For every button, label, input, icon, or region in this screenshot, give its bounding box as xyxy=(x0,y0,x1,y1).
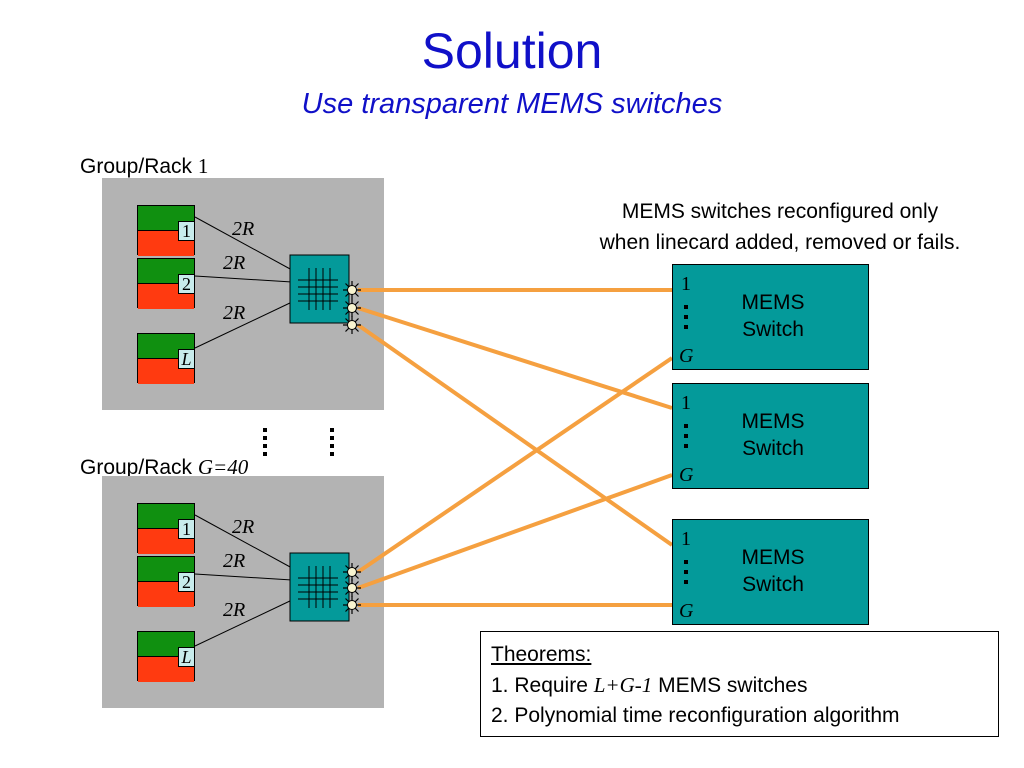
linecard-2-2 xyxy=(137,556,195,607)
linecard-1-2-number: 2 xyxy=(178,274,195,294)
mems-switch-2-port-ellipsis xyxy=(684,424,688,448)
rate-label-1-2: 2R xyxy=(223,252,246,274)
mems-switch-1-port-ellipsis xyxy=(684,305,688,329)
linecard-2-L-number: L xyxy=(178,647,195,667)
page-title: Solution xyxy=(421,23,603,79)
rack-1-local-switch xyxy=(289,254,350,324)
mems-switch-3: 1 G MEMS Switch xyxy=(672,519,869,625)
rack-1-wires xyxy=(194,216,293,349)
mems-switch-1-first-port: 1 xyxy=(681,273,691,295)
group-label-1-prefix: Group/Rack xyxy=(80,155,198,178)
theorem-1-prefix: 1. Require xyxy=(491,674,594,697)
theorems-box: Theorems: 1. Require L+G-1 MEMS switches… xyxy=(480,631,999,737)
mems-switch-3-port-ellipsis xyxy=(684,560,688,584)
note-line-2: when linecard added, removed or fails. xyxy=(599,231,961,254)
fiber-links xyxy=(356,288,674,607)
mems-switch-3-label-line-2: Switch xyxy=(742,573,804,596)
fiber-link-5 xyxy=(357,473,673,590)
mems-switch-1-label-line-1: MEMS xyxy=(741,291,805,314)
rack-2-local-switch xyxy=(289,552,350,622)
mems-switch-2-last-port: G xyxy=(679,464,694,486)
rate-label-2-2: 2R xyxy=(223,550,246,572)
group-label-2-index: G=40 xyxy=(197,455,249,479)
rate-label-1-3: 2R xyxy=(223,302,246,324)
theorem-1-suffix: MEMS switches xyxy=(652,674,808,697)
mems-switch-3-label: MEMS Switch xyxy=(713,544,833,598)
mems-switch-2-label: MEMS Switch xyxy=(713,408,833,462)
group-label-2: Group/Rack G=40 xyxy=(80,455,248,480)
linecard-2-1-number: 1 xyxy=(178,519,195,539)
linecard-1-1-number: 1 xyxy=(178,221,195,241)
fiber-link-3 xyxy=(356,323,674,547)
rack-2-wires xyxy=(194,514,293,647)
mems-switch-1-label-line-2: Switch xyxy=(742,318,804,341)
mems-switch-2-label-line-2: Switch xyxy=(742,437,804,460)
mems-switch-3-last-port: G xyxy=(679,600,694,622)
linecard-2-2-number: 2 xyxy=(178,572,195,592)
mems-switch-2: 1 G MEMS Switch xyxy=(672,383,869,489)
mems-switch-3-first-port: 1 xyxy=(681,528,691,550)
fiber-link-4 xyxy=(356,356,674,574)
rate-label-2-1: 2R xyxy=(232,516,255,538)
reconfiguration-note: MEMS switches reconfigured only when lin… xyxy=(540,196,1020,258)
rack-ellipsis xyxy=(263,428,334,456)
mems-switch-1-last-port: G xyxy=(679,345,694,367)
mems-switch-3-label-line-1: MEMS xyxy=(741,546,805,569)
rate-label-2-3: 2R xyxy=(223,599,246,621)
theorems-heading: Theorems: xyxy=(491,643,592,666)
note-line-1: MEMS switches reconfigured only xyxy=(621,200,939,223)
linecard-1-L-number: L xyxy=(178,349,195,369)
theorem-2: 2. Polynomial time reconfiguration algor… xyxy=(491,704,900,727)
group-label-1: Group/Rack 1 xyxy=(80,154,208,179)
page-subtitle: Use transparent MEMS switches xyxy=(301,88,723,120)
mems-switch-2-label-line-1: MEMS xyxy=(741,410,805,433)
group-label-1-index: 1 xyxy=(197,154,209,178)
mems-switch-1-label: MEMS Switch xyxy=(713,289,833,343)
rate-label-1-1: 2R xyxy=(232,218,255,240)
group-label-2-prefix: Group/Rack xyxy=(80,456,198,479)
theorem-1-formula: L+G-1 xyxy=(593,673,653,697)
mems-switch-2-first-port: 1 xyxy=(681,392,691,414)
theorem-1: 1. Require L+G-1 MEMS switches xyxy=(491,670,988,701)
mems-switch-1: 1 G MEMS Switch xyxy=(672,264,869,370)
linecard-2-1 xyxy=(137,503,195,554)
